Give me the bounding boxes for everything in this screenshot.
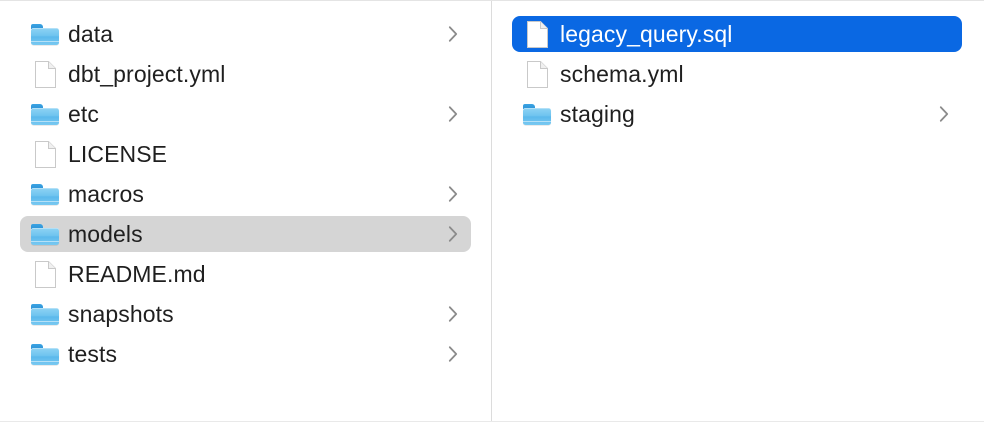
column-child-list: legacy_query.sql schema.yml staging <box>492 16 983 132</box>
folder-icon <box>31 184 59 205</box>
file-row[interactable]: schema.yml <box>512 56 962 92</box>
document-icon <box>30 61 60 88</box>
folder-icon <box>522 101 552 127</box>
item-label: legacy_query.sql <box>560 21 733 47</box>
document-icon <box>527 21 548 48</box>
item-label: tests <box>68 341 118 367</box>
folder-row[interactable]: etc <box>20 96 471 132</box>
column-child[interactable]: legacy_query.sql schema.yml staging <box>492 1 983 421</box>
folder-icon <box>31 24 59 45</box>
document-icon <box>30 141 60 168</box>
item-label: schema.yml <box>560 61 684 87</box>
chevron-right-icon[interactable] <box>448 185 459 203</box>
column-parent[interactable]: data dbt_project.yml etc LICENSE <box>0 1 492 421</box>
folder-icon <box>31 104 59 125</box>
item-label: LICENSE <box>68 141 168 167</box>
folder-icon <box>31 304 59 325</box>
item-label: dbt_project.yml <box>68 61 226 87</box>
chevron-right-icon[interactable] <box>448 25 459 43</box>
folder-icon <box>30 181 60 207</box>
chevron-right-icon[interactable] <box>939 105 950 123</box>
folder-icon <box>30 101 60 127</box>
chevron-right-icon[interactable] <box>448 225 459 243</box>
folder-icon <box>30 221 60 247</box>
item-label: etc <box>68 101 99 127</box>
column-parent-list: data dbt_project.yml etc LICENSE <box>0 16 491 372</box>
item-label: models <box>68 221 143 247</box>
document-icon <box>35 141 56 168</box>
chevron-right-icon[interactable] <box>448 105 459 123</box>
folder-row[interactable]: models <box>20 216 471 252</box>
chevron-right-icon[interactable] <box>448 305 459 323</box>
folder-icon <box>30 341 60 367</box>
folder-icon <box>523 104 551 125</box>
folder-row[interactable]: data <box>20 16 471 52</box>
item-label: macros <box>68 181 145 207</box>
folder-row[interactable]: macros <box>20 176 471 212</box>
folder-icon <box>30 21 60 47</box>
item-label: data <box>68 21 114 47</box>
document-icon <box>35 61 56 88</box>
folder-icon <box>31 224 59 245</box>
file-row[interactable]: LICENSE <box>20 136 471 172</box>
file-row[interactable]: README.md <box>20 256 471 292</box>
item-label: README.md <box>68 261 206 287</box>
file-row[interactable]: dbt_project.yml <box>20 56 471 92</box>
document-icon <box>30 261 60 288</box>
document-icon <box>522 21 552 48</box>
folder-row[interactable]: snapshots <box>20 296 471 332</box>
file-row[interactable]: legacy_query.sql <box>512 16 962 52</box>
document-icon <box>527 61 548 88</box>
folder-icon <box>30 301 60 327</box>
item-label: snapshots <box>68 301 174 327</box>
document-icon <box>522 61 552 88</box>
folder-icon <box>31 344 59 365</box>
item-label: staging <box>560 101 635 127</box>
chevron-right-icon[interactable] <box>448 345 459 363</box>
folder-row[interactable]: staging <box>512 96 962 132</box>
folder-row[interactable]: tests <box>20 336 471 372</box>
document-icon <box>35 261 56 288</box>
